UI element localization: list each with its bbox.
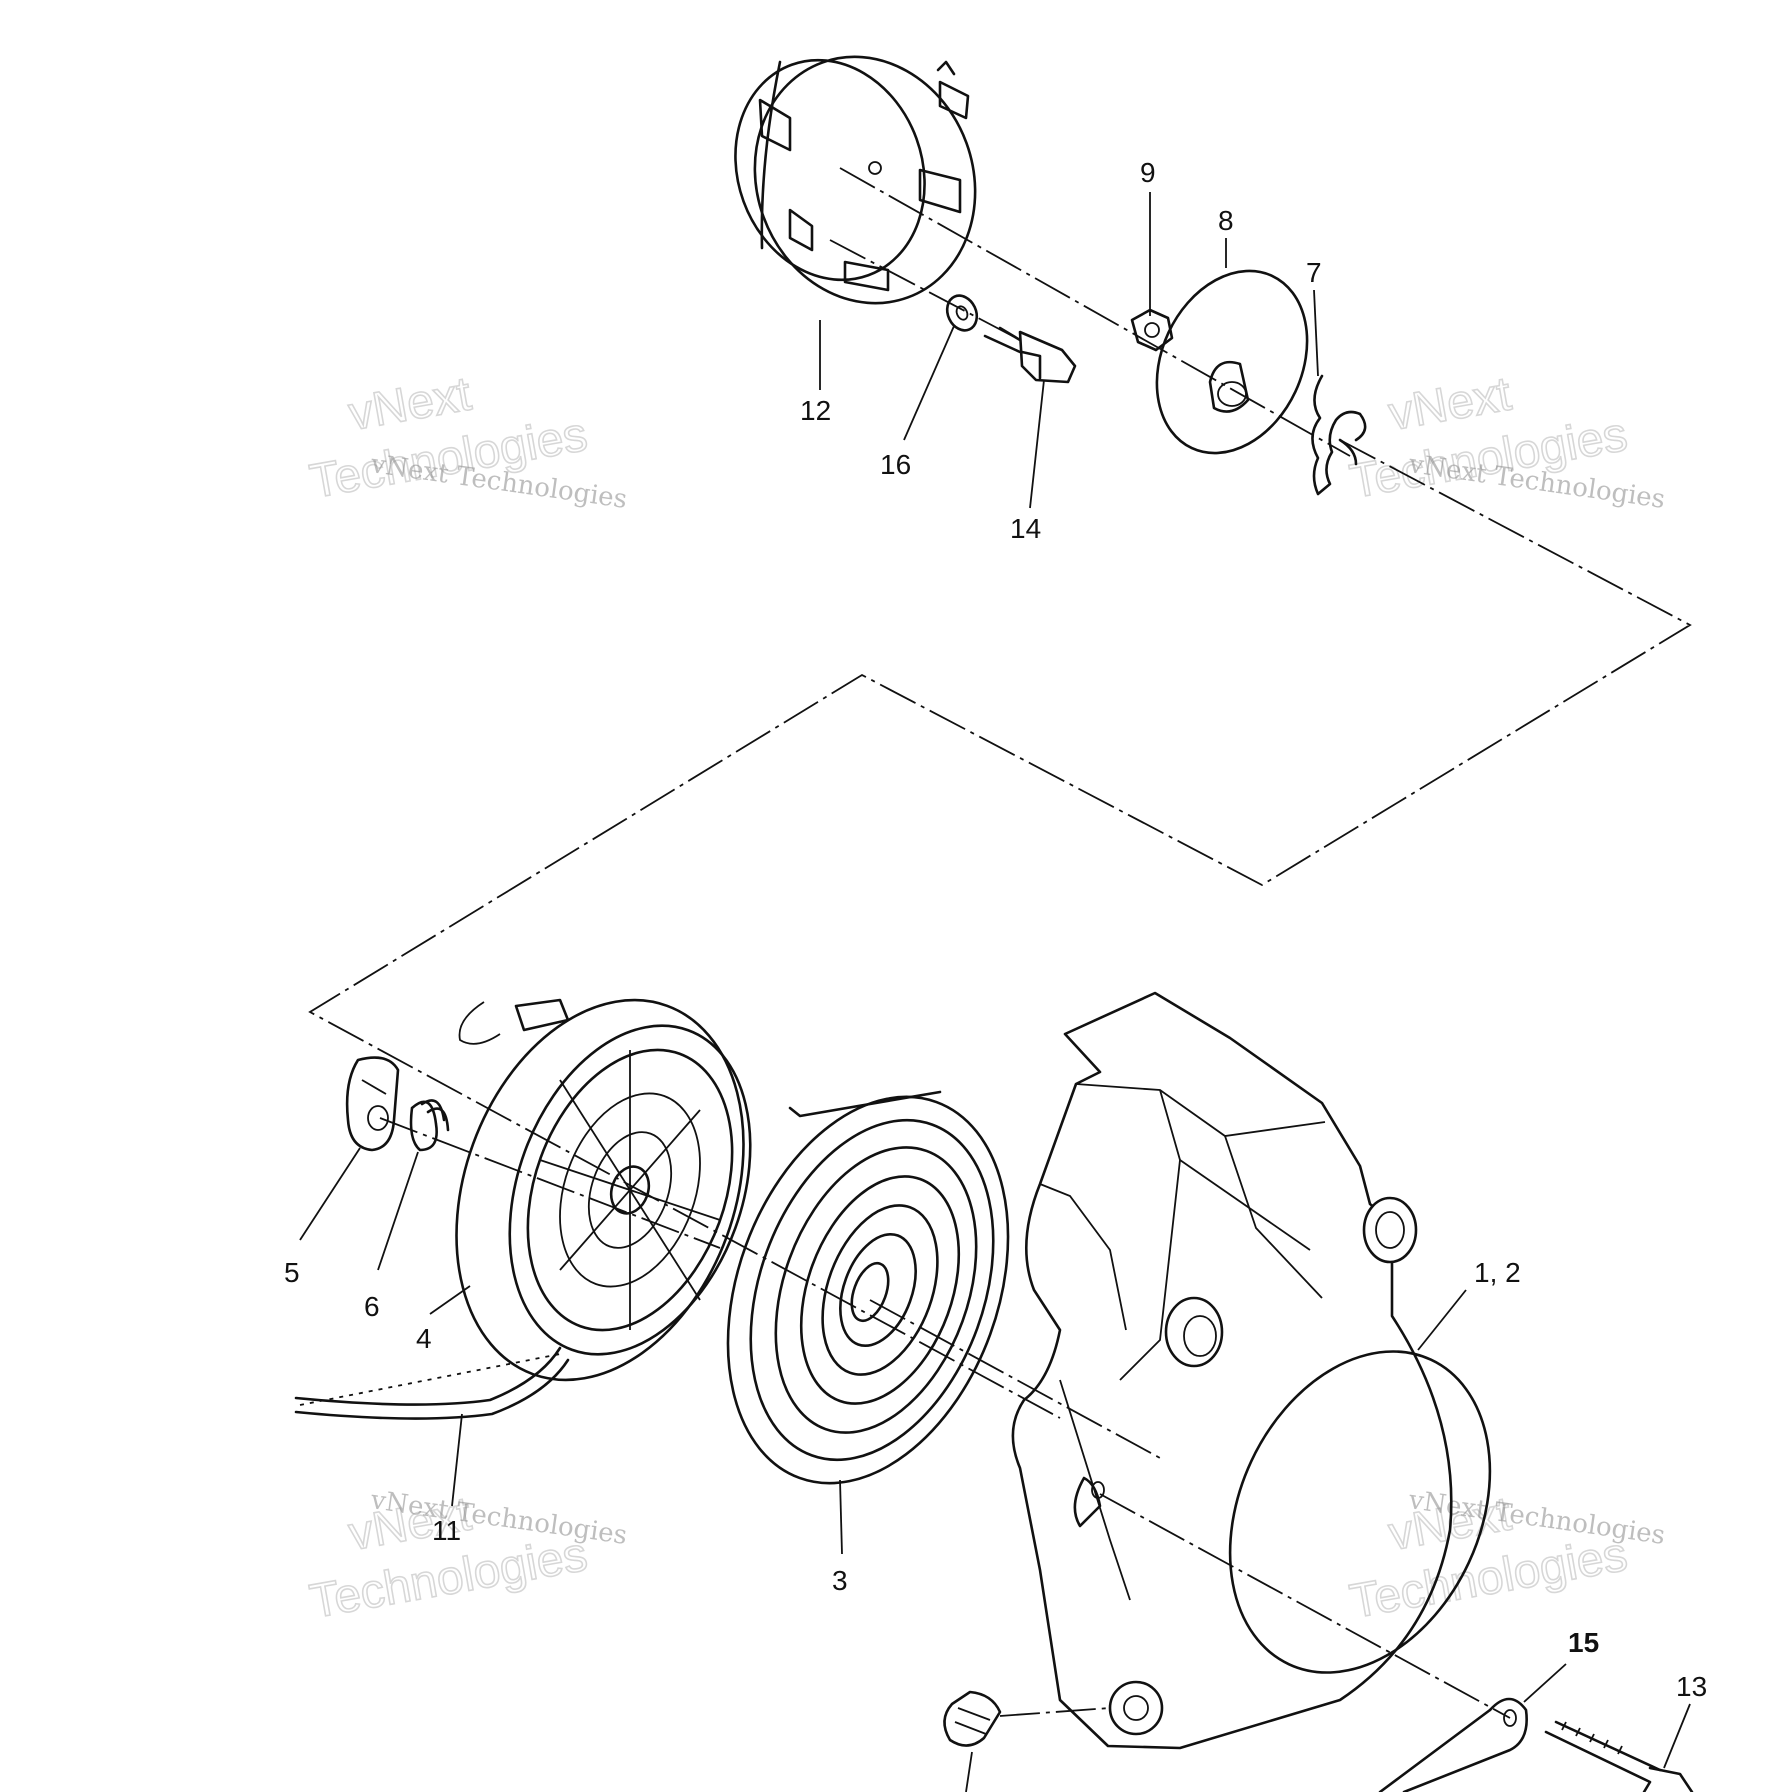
callout-4: 4 (416, 1323, 432, 1354)
leader-1-2 (1417, 1289, 1467, 1351)
top-axis-line (839, 167, 1351, 457)
part-spring-plug (943, 1690, 1111, 1747)
part-6-spring (409, 1099, 450, 1152)
spring-axis-line (869, 1299, 1161, 1459)
leader-plug (965, 1751, 973, 1792)
callout-16: 16 (880, 449, 911, 480)
callout-6: 6 (364, 1291, 380, 1322)
part-12-drive-cup (734, 55, 977, 305)
leader-5 (299, 1147, 361, 1241)
part-1-2-starter-housing (1011, 991, 1492, 1750)
part-16-washer (945, 294, 979, 332)
part-14-bolt (983, 326, 1077, 384)
leader-16 (903, 325, 955, 441)
callout-13: 13 (1676, 1671, 1707, 1702)
leader-15 (1523, 1663, 1567, 1703)
part-15-plate (1378, 1697, 1528, 1792)
callout-12: 12 (800, 395, 831, 426)
leader-6 (377, 1151, 419, 1271)
callout-7: 7 (1306, 257, 1322, 288)
callout-3: 3 (832, 1565, 848, 1596)
watermark-bottom-left: vNext Technologies (305, 1487, 592, 1630)
part-3-recoil-spring (726, 1090, 1010, 1485)
callout-1-2: 1, 2 (1474, 1257, 1521, 1288)
part-4-rope-reel (455, 998, 752, 1382)
leader-4 (429, 1285, 471, 1315)
part-5-pawl (345, 1056, 400, 1152)
callout-14: 14 (1010, 513, 1041, 544)
leader-3 (839, 1479, 843, 1555)
part-7-spring-clip (1311, 374, 1367, 496)
part-13-bolt (1544, 1720, 1694, 1792)
leader-7 (1313, 289, 1319, 377)
housing-axis-line (1099, 1493, 1511, 1719)
callout-5: 5 (284, 1257, 300, 1288)
callout-8: 8 (1218, 205, 1234, 236)
callout-15: 15 (1568, 1627, 1599, 1658)
leader-14 (1029, 379, 1045, 509)
leader-11 (451, 1413, 463, 1507)
reel-axis-line (379, 1117, 721, 1249)
bolt-axis-line (829, 239, 1021, 341)
watermark-bottom-right: vNext Technologies (1345, 1487, 1632, 1630)
callout-9: 9 (1140, 157, 1156, 188)
part-11-starter-rope (294, 1346, 570, 1420)
assembly-outline-line (308, 439, 1692, 1419)
part-8-pulley-plate (1155, 269, 1309, 455)
callout-11: 11 (432, 1515, 461, 1546)
leader-13 (1663, 1703, 1691, 1769)
